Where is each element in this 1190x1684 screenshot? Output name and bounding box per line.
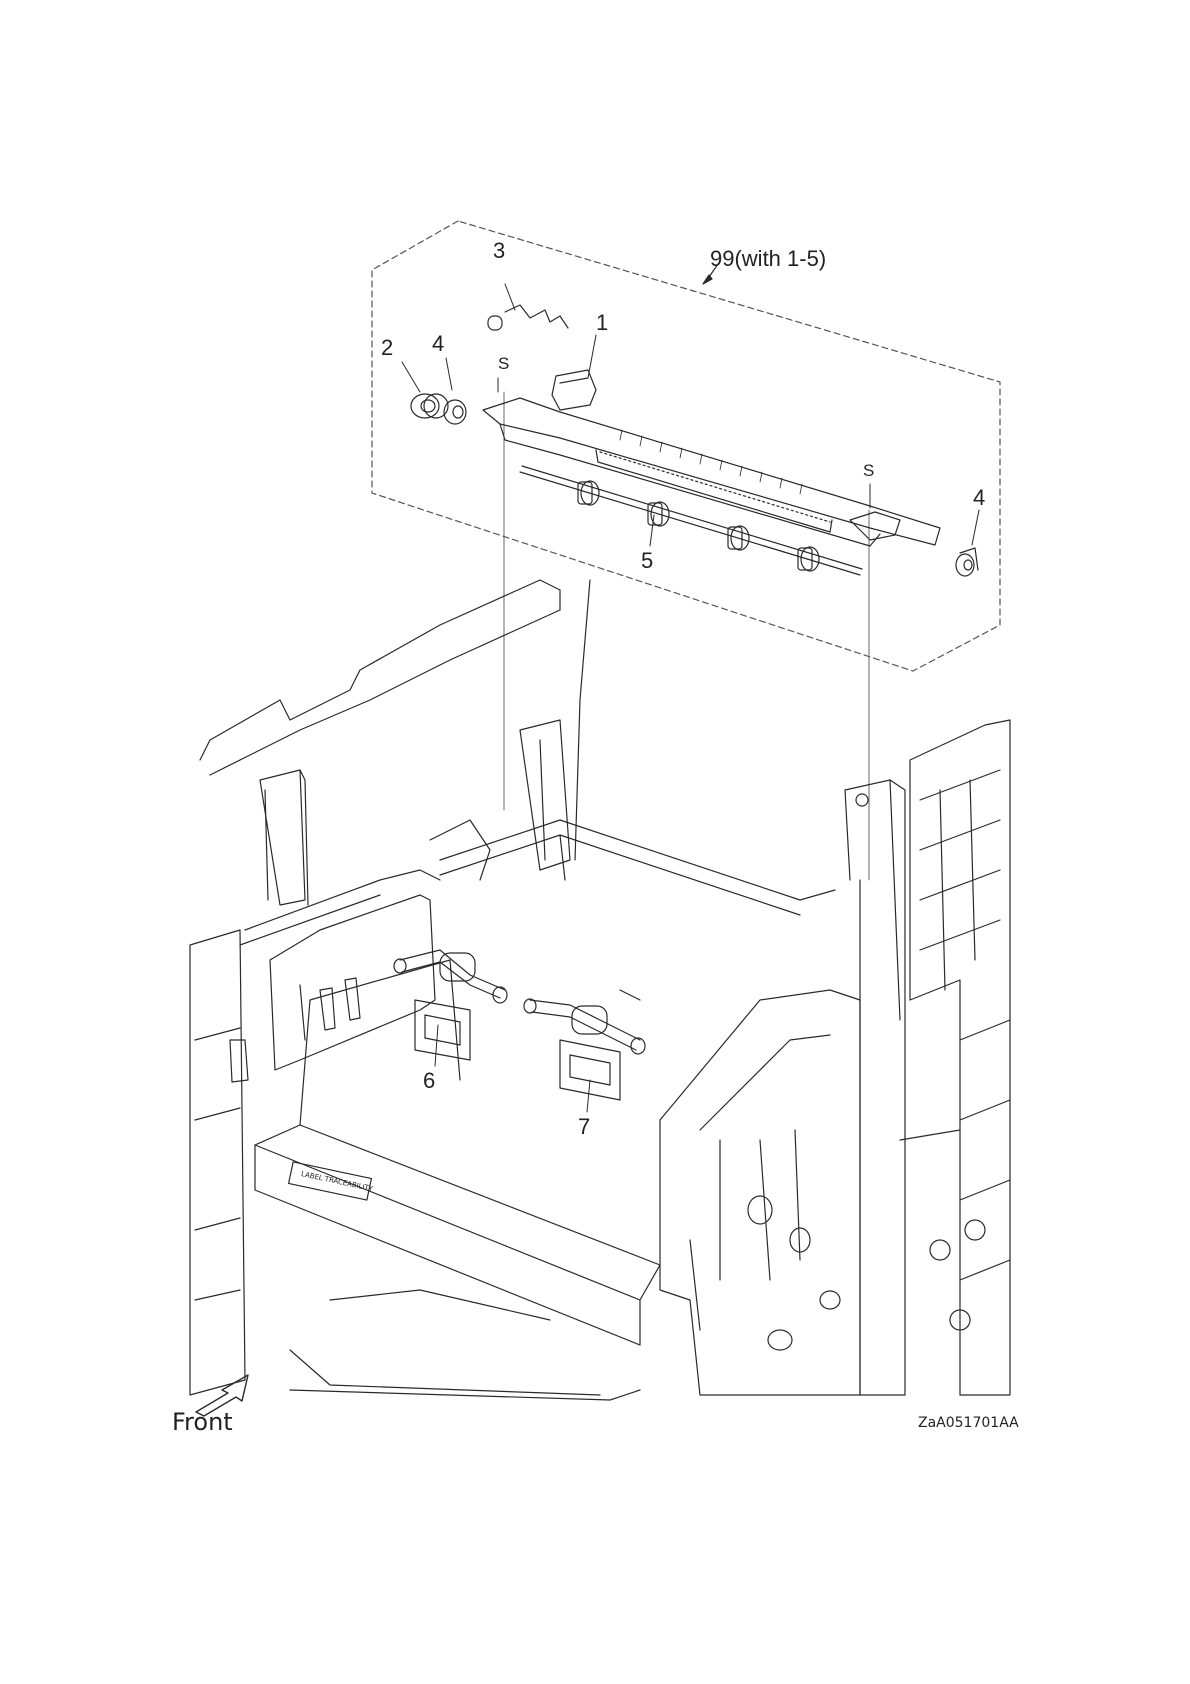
callout-2: 2 (381, 337, 393, 359)
assembly-label: 99(with 1-5) (710, 248, 826, 270)
drawing-id: ZaA051701AA (918, 1415, 1019, 1431)
part-2-bearing (411, 394, 448, 418)
part-7-roller (524, 999, 645, 1100)
callout-6: 6 (423, 1070, 435, 1092)
callout-7: 7 (578, 1116, 590, 1138)
assembly-boundary (372, 221, 1000, 671)
part-4-bearing-left (444, 400, 466, 424)
callout-4-left: 4 (432, 333, 444, 355)
callout-4-right: 4 (973, 487, 985, 509)
callout-5: 5 (641, 550, 653, 572)
part-1-bracket (552, 370, 596, 410)
callout-1: 1 (596, 312, 608, 334)
alignment-guides (504, 392, 869, 880)
front-label: Front (172, 1408, 233, 1436)
screw-mark-right: S (863, 462, 874, 479)
part-3-spring (488, 305, 568, 330)
machine-frame (190, 580, 1010, 1400)
screw-mark-left: S (498, 355, 509, 372)
part-4-bearing-right (956, 548, 978, 576)
callout-3: 3 (493, 240, 505, 262)
